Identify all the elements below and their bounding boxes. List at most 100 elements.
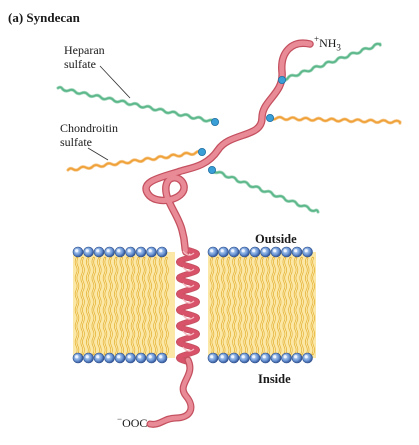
lipid-tail-highlight [154, 257, 157, 355]
lipid-head-highlight [96, 249, 100, 253]
linkage-site [277, 76, 286, 85]
transmembrane-helix [176, 247, 200, 365]
lipid-head [72, 246, 84, 258]
lipid-head [260, 352, 271, 364]
chondroitin-leader-line [87, 147, 109, 161]
lipid-head-highlight [106, 249, 110, 253]
lipid-head-highlight [241, 249, 245, 253]
lipid-tail-highlight [294, 257, 298, 355]
lipid-heads [72, 246, 313, 364]
lipid-head [218, 352, 229, 364]
lipid-head-highlight [262, 249, 266, 253]
core-protein-chain [143, 40, 313, 255]
lipid-head-highlight [304, 249, 308, 253]
lipid-head [146, 246, 157, 258]
lipid-head-highlight [96, 355, 100, 359]
lipid-head-highlight [210, 355, 214, 359]
cytoplasmic-tail [147, 357, 194, 427]
lipid-head [104, 246, 115, 258]
helix-highlight [182, 314, 195, 320]
chondroitin-sulfate-chain [67, 150, 203, 172]
lipid-tail-highlight [289, 257, 292, 355]
lipid-head-highlight [273, 249, 277, 253]
lipid-head [83, 352, 94, 364]
lipid-head [156, 352, 168, 364]
lipid-head-highlight [273, 355, 277, 359]
lipid-head-highlight [75, 355, 79, 359]
helix-ribbon [176, 247, 200, 365]
lipid-tail-highlight [249, 257, 253, 355]
lipid-tail-highlight [120, 257, 124, 355]
chondroitin-sulfate-label: Chondroitin sulfate [60, 121, 118, 149]
lipid-tail-highlight [311, 257, 315, 355]
lipid-tail-highlight [272, 257, 275, 355]
lipid-head-highlight [159, 355, 163, 359]
lipid-tail-highlight [148, 257, 152, 355]
helix-highlight [182, 282, 195, 288]
lipid-tail-highlight [92, 257, 96, 355]
lipid-head-highlight [148, 249, 152, 253]
lipid-head [125, 246, 136, 258]
lipid-head-highlight [117, 355, 121, 359]
lipid-tail-highlight [210, 257, 214, 355]
lipid-head-highlight [241, 355, 245, 359]
core-protein [142, 39, 314, 428]
lipid-head [135, 352, 147, 364]
lipid-tail-highlight [255, 257, 259, 355]
lipid-bilayer [72, 246, 316, 364]
helix-highlight [182, 250, 195, 256]
lipid-tail-highlight [81, 257, 84, 355]
lipid-head-highlight [210, 249, 214, 253]
lipid-head [114, 352, 126, 364]
linkage-site [265, 114, 274, 123]
lipid-head [239, 246, 250, 258]
lipid-tail-highlight [238, 257, 242, 355]
lipid-head [93, 246, 105, 258]
lipid-head [291, 246, 303, 258]
lipid-tail-highlight [233, 257, 236, 355]
lipid-tail-highlight [142, 257, 146, 355]
lipid-head-highlight [283, 355, 287, 359]
c-terminus-label: −OOC [117, 414, 148, 431]
lipid-head [114, 246, 126, 258]
lipid-head-highlight [231, 249, 235, 253]
helix-highlight [182, 330, 195, 336]
lipid-tail-highlight [261, 257, 264, 355]
figure-title: (a) Syndecan [8, 10, 80, 25]
n-terminus-label: +NH3 [314, 34, 341, 53]
lipid-head-highlight [138, 249, 142, 253]
lipid-head [302, 352, 313, 364]
lipid-head [93, 352, 105, 364]
heparan-leader-line [99, 65, 131, 99]
lipid-tail-highlight [114, 257, 118, 355]
lipid-head-highlight [106, 355, 110, 359]
lipid-tail-highlight [109, 257, 112, 355]
lipid-tail-highlight [283, 257, 287, 355]
lipid-tail-highlight [277, 257, 281, 355]
lipid-head [218, 246, 229, 258]
helix-highlight [182, 266, 195, 272]
lipid-tail-highlight [98, 257, 101, 355]
lipid-head [249, 352, 261, 364]
lipid-head [72, 352, 84, 364]
lipid-tail-highlight [165, 257, 168, 355]
lipid-head-highlight [159, 249, 163, 253]
lipid-tail-highlight [305, 257, 309, 355]
lipid-head-highlight [127, 249, 131, 253]
lipid-head-highlight [117, 249, 121, 253]
lipid-head-highlight [148, 355, 152, 359]
lipid-head-highlight [85, 249, 89, 253]
linkage-site [197, 147, 206, 156]
lipid-tail-highlight [131, 257, 135, 355]
lipid-head [239, 352, 250, 364]
lipid-tail-highlight [227, 257, 231, 355]
lipid-tail-highlight [244, 257, 247, 355]
lipid-head-highlight [262, 355, 266, 359]
lipid-head [281, 246, 292, 258]
lipid-head [270, 246, 282, 258]
lipid-tail-highlight [216, 257, 219, 355]
lipid-tail-highlight [300, 257, 303, 355]
lipid-head [228, 246, 240, 258]
